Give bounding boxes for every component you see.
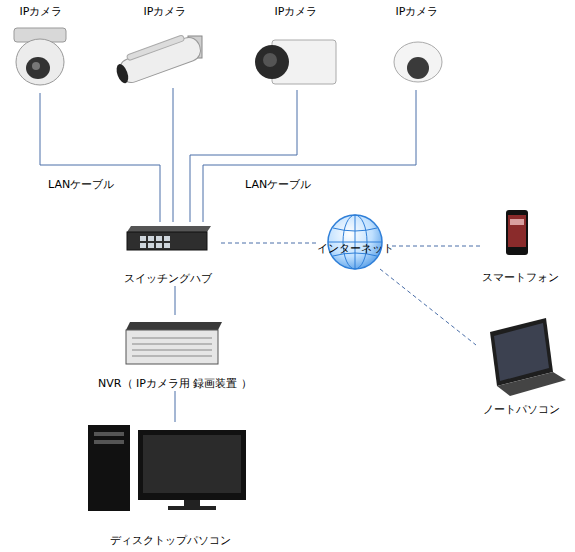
device-label: IPカメラ [396,5,439,19]
monitor-stand [184,500,200,506]
hub-top [127,226,211,232]
lan-cable [40,93,160,222]
nvr-vent [132,356,212,357]
hub-front [127,232,207,250]
hub-node: スイッチングハブ [115,222,221,286]
network-link [221,243,318,244]
lan-cable [175,391,176,422]
camera-node: IPカメラ [252,5,340,90]
desktop-node: ディスクトップパソコン [75,422,265,548]
camera-node: IPカメラ [385,5,449,90]
dome-camera-illustration [394,42,442,82]
monitor-frame [138,430,246,500]
phone-screen [508,215,526,247]
camera-node: IPカメラ [8,5,74,93]
hub-port [156,236,162,241]
device-label: インターネット [317,242,394,256]
device-label: スイッチングハブ [124,272,212,286]
hub-port [164,243,170,248]
cable-label: LANケーブル [245,178,311,192]
pc-drive-bay [94,432,124,436]
device-label: IPカメラ [275,5,318,19]
nvr-illustration [126,322,222,364]
camera-lens [26,57,50,79]
device-label: NVR（ IPカメラ用 録画装置 ） [98,377,252,391]
pc-drive-bay [94,440,124,444]
lens-glint [32,62,40,70]
laptop-base [497,372,566,396]
bullet-camera-illustration [112,31,203,87]
smartphone-node: スマートフォン [483,205,558,285]
monitor-screen [143,435,241,493]
nvr-node: NVR（ IPカメラ用 録画装置 ） [95,315,255,391]
hub-port [148,236,154,241]
hub-port [164,236,170,241]
nvr-top [126,322,222,330]
camera-hood [126,35,184,61]
camera-lens [114,63,130,85]
network-link [392,246,483,247]
phone-body [506,210,528,255]
lan-cable [173,88,174,222]
camera-body [16,39,64,85]
smartphone-illustration [506,210,528,255]
nvr-vent [132,344,212,345]
monitor-foot [168,506,216,510]
cable-label: LANケーブル [48,178,114,192]
nvr-vent [132,338,212,339]
camera-body [116,34,203,85]
box-camera-illustration [255,40,336,84]
camera-node: IPカメラ [115,5,215,88]
camera-lens [255,45,289,79]
network-link [380,269,476,345]
switching-hub-illustration [127,226,211,250]
hub-port [148,243,154,248]
device-label: ディスクトップパソコン [110,534,231,548]
phone-screen-item [510,219,524,225]
pc-tower [88,425,130,511]
globe-latitude [333,228,377,231]
camera-body [394,42,442,82]
hub-port [140,243,146,248]
ptz-camera-illustration [14,28,66,85]
device-label: ノートパソコン [483,403,560,417]
nvr-front [126,330,218,364]
desktop-pc-illustration [88,425,246,511]
hub-port [140,236,146,241]
lan-cable [175,286,176,315]
nvr-vent [132,350,212,351]
device-label: IPカメラ [20,5,63,19]
lens-glint [263,53,277,67]
lan-cable [203,90,416,222]
camera-lens [407,57,429,79]
hub-port [156,243,162,248]
laptop-screen [494,323,549,381]
lan-cable [190,90,297,222]
laptop-illustration [490,318,566,396]
device-label: スマートフォン [482,271,559,285]
laptop-node: ノートパソコン [476,315,566,417]
internet-node: インターネット [318,215,392,269]
device-label: IPカメラ [144,5,187,19]
